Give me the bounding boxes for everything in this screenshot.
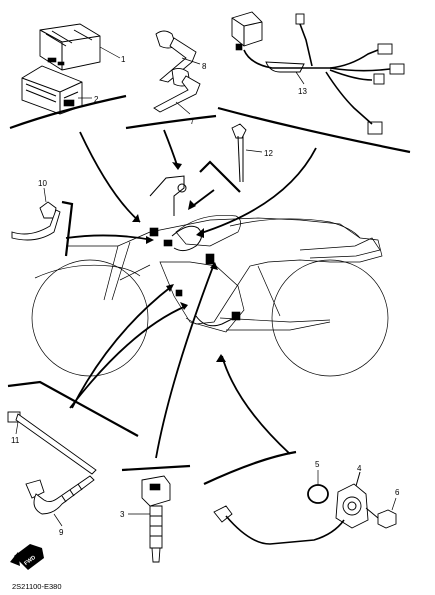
cdi-unit-part: [39, 23, 121, 71]
pointer-arrows: [65, 129, 317, 459]
cdi-cover-part: [21, 65, 92, 115]
clamp-10-part: [11, 187, 61, 241]
neutral-switch-lead: [213, 505, 345, 545]
callout-6: 6: [395, 488, 400, 497]
band-9-part: [25, 475, 95, 527]
front-fender-outline: [34, 264, 141, 279]
engine-outline: [159, 261, 245, 333]
callout-9: 9: [59, 528, 64, 537]
band-12-part: [231, 123, 263, 183]
callout-12: 12: [264, 149, 273, 158]
motorcycle-outline: [31, 215, 389, 377]
band-11-part: [7, 411, 97, 475]
callout-4: 4: [357, 464, 362, 473]
front-fork-outline: [66, 231, 151, 301]
callout-5: 5: [315, 460, 320, 469]
installed-components: [149, 175, 241, 327]
callout-13: 13: [298, 87, 307, 96]
wire-harness-part: [231, 11, 405, 135]
band-7-part: [153, 67, 201, 115]
tank-outline: [175, 215, 241, 247]
drawing-code: 2S21100-E380: [12, 582, 62, 591]
callout-3: 3: [120, 510, 125, 519]
frame-outline: [149, 217, 383, 325]
callout-1: 1: [121, 55, 126, 64]
callout-8: 8: [202, 62, 207, 71]
ignition-coil-part: [128, 475, 171, 563]
swingarm-outline: [219, 317, 331, 331]
seat-outline: [229, 218, 361, 239]
grouping-brackets: [7, 94, 411, 485]
callout-11: 11: [11, 436, 20, 445]
rear-fender-outline: [299, 237, 381, 259]
bolt-6-part: [365, 497, 397, 529]
callout-2: 2: [94, 95, 99, 104]
front-wheel-outline: [31, 259, 149, 377]
neutral-switch-part: [335, 471, 369, 529]
callout-7: 7: [190, 117, 195, 126]
o-ring-part: [307, 470, 329, 504]
callout-10: 10: [38, 179, 47, 188]
rear-shock-outline: [257, 265, 281, 317]
rear-wheel-outline: [271, 259, 389, 377]
band-8-part: [155, 30, 201, 83]
fwd-direction-icon: [10, 544, 44, 570]
